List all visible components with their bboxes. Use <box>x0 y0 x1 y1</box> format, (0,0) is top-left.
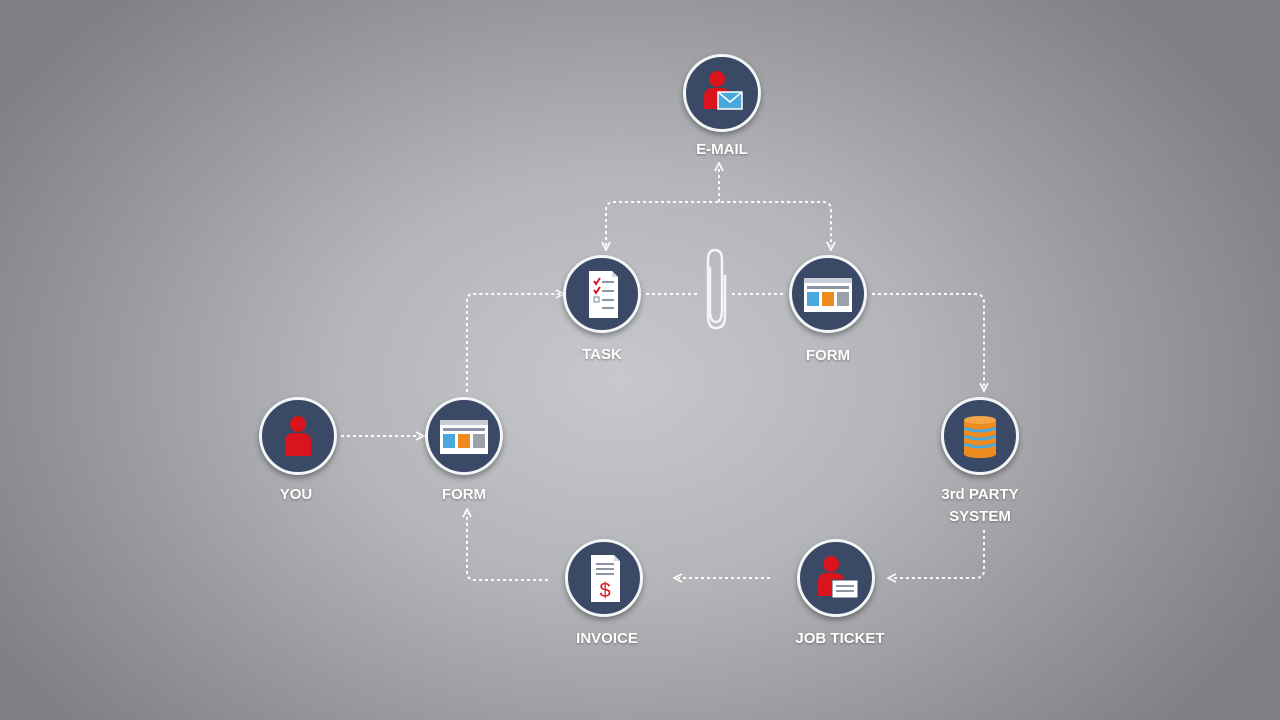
node-3rd-party-label: 3rd PARTY SYSTEM <box>900 484 1060 528</box>
node-you <box>259 397 337 475</box>
node-3rd-party-system <box>941 397 1019 475</box>
node-task <box>563 255 641 333</box>
connector-top-bracket <box>606 201 831 246</box>
paperclip-icon <box>706 248 727 330</box>
svg-text:$: $ <box>599 580 610 602</box>
person-ticket-icon <box>818 556 859 599</box>
node-form-right <box>789 255 867 333</box>
invoice-dollar-icon: $ <box>591 555 620 602</box>
person-envelope-icon <box>704 71 743 110</box>
person-icon <box>285 416 311 456</box>
node-email <box>683 54 761 132</box>
node-job-ticket <box>797 539 875 617</box>
node-form-left-label: FORM <box>441 486 487 503</box>
form-window-icon <box>440 420 488 454</box>
node-job-ticket-label: JOB TICKET <box>795 630 885 647</box>
node-task-label: TASK <box>582 346 622 363</box>
node-invoice: $ <box>565 539 643 617</box>
node-you-label: YOU <box>279 486 313 503</box>
node-email-label: E-MAIL <box>696 141 748 158</box>
node-invoice-label: INVOICE <box>576 630 638 647</box>
node-3rd-party-label-line2: SYSTEM <box>949 508 1011 525</box>
database-icon <box>963 416 997 458</box>
node-form-right-label: FORM <box>805 347 851 364</box>
node-3rd-party-label-line1: 3rd PARTY <box>941 486 1019 503</box>
connector-form-to-3rd-party <box>872 293 984 387</box>
connector-3rd-party-to-job-ticket <box>892 530 985 578</box>
connector-invoice-to-form <box>467 513 548 581</box>
form-window-icon <box>804 278 852 312</box>
connector-form-to-task <box>466 294 560 392</box>
node-form-left <box>425 397 503 475</box>
checklist-icon <box>589 271 618 318</box>
